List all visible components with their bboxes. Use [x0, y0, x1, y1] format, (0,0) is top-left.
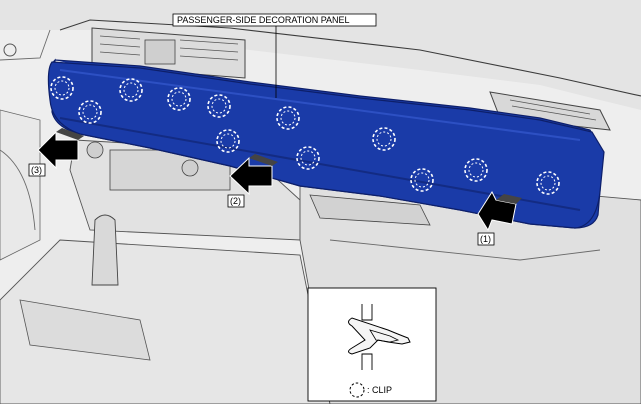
- clip-detail-icon: [348, 304, 411, 370]
- clip-icon: [119, 78, 143, 102]
- dash-top-edge: [59, 19, 641, 97]
- clip-icon: [372, 127, 396, 151]
- clip-icon: [50, 76, 74, 100]
- removal-arrow-icon: [37, 128, 84, 170]
- arrow-3-label: (3): [31, 165, 42, 175]
- clip-icon: [276, 106, 300, 130]
- arrow-3-box: [28, 163, 46, 177]
- panel-callout-label: PASSENGER-SIDE DECORATION PANEL: [177, 15, 350, 25]
- right-vent: [489, 91, 611, 131]
- arrow-1-label: (1): [480, 234, 491, 244]
- clip-legend: : CLIP: [307, 287, 437, 402]
- dash-left-edge: [0, 29, 51, 61]
- steering-area: [0, 43, 41, 261]
- removal-arrow-icon: [477, 190, 522, 232]
- clip-icon: [78, 100, 102, 124]
- gear-shifter: [91, 214, 119, 286]
- arrow-2-label: (2): [230, 196, 241, 206]
- clip-legend-label: : CLIP: [367, 385, 392, 395]
- clip-icon: [296, 146, 320, 170]
- clip-icon: [216, 129, 240, 153]
- clip-icon: [167, 87, 191, 111]
- clip-icon: [410, 168, 434, 192]
- removal-arrow-icon: [229, 154, 278, 196]
- clip-icon: [464, 158, 488, 182]
- panel-highlight: [59, 69, 581, 141]
- dashed-circle-icon: [349, 382, 365, 398]
- callout-box: [172, 13, 377, 27]
- arrow-2-box: [227, 194, 245, 208]
- clip-icon: [536, 171, 560, 195]
- clip-markers: [50, 76, 560, 195]
- arrow-1-box: [477, 232, 495, 246]
- clip-icon: [207, 94, 231, 118]
- dash-top-surface: [0, 0, 641, 110]
